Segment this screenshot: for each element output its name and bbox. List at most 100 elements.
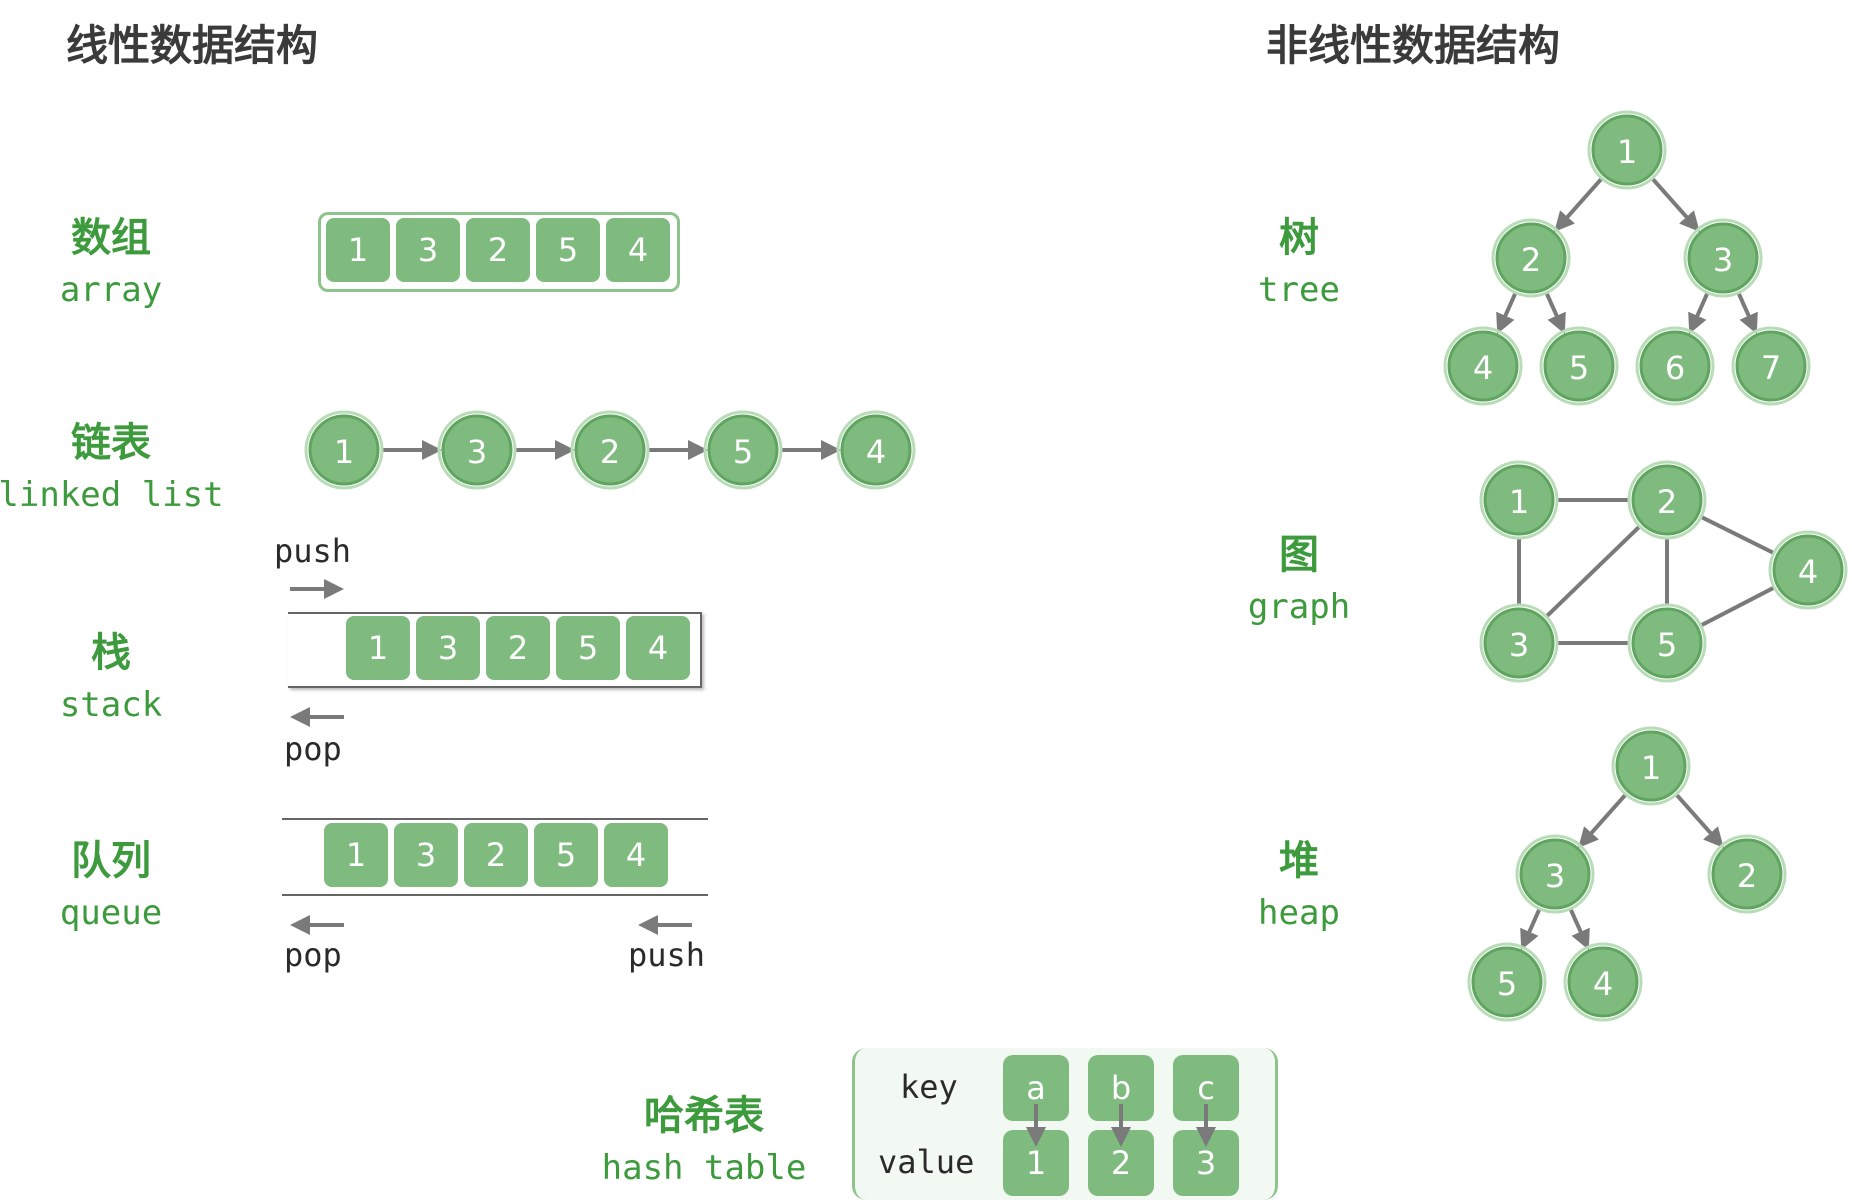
node-label: 4 bbox=[1473, 349, 1493, 387]
node-circle bbox=[1772, 534, 1844, 606]
node-ring bbox=[1635, 326, 1715, 406]
node-ring bbox=[1443, 326, 1523, 406]
node-label: 4 bbox=[1798, 553, 1818, 591]
queue-pop-label: pop bbox=[284, 936, 342, 974]
node-circle bbox=[1471, 946, 1543, 1018]
node-ring bbox=[437, 410, 517, 490]
node-circle bbox=[441, 414, 513, 486]
tree-node: 3 bbox=[1683, 218, 1763, 298]
node-ring bbox=[1768, 530, 1848, 610]
tree-node: 1 bbox=[1587, 110, 1667, 190]
nonlinear-heading: 非线性数据结构 bbox=[1266, 21, 1561, 70]
array-cell: 4 bbox=[606, 218, 670, 282]
node-ring bbox=[570, 410, 650, 490]
node-circle bbox=[574, 414, 646, 486]
node-ring bbox=[1587, 110, 1667, 190]
node-circle bbox=[1543, 330, 1615, 402]
hash-key-label: key bbox=[900, 1068, 958, 1106]
linked-list-label-cn: 链表 bbox=[71, 420, 151, 466]
node-label: 5 bbox=[1497, 965, 1517, 1003]
node-circle bbox=[1735, 330, 1807, 402]
linear-heading: 线性数据结构 bbox=[66, 21, 319, 70]
node-label: 1 bbox=[334, 433, 354, 471]
edge-line bbox=[1701, 515, 1774, 555]
node-circle bbox=[1483, 607, 1555, 679]
node-ring bbox=[1611, 726, 1691, 806]
linked-list-label-en: linked list bbox=[0, 475, 224, 515]
linked-list-node: 4 bbox=[836, 410, 916, 490]
graph-node: 3 bbox=[1479, 603, 1559, 683]
node-label: 7 bbox=[1761, 349, 1781, 387]
queue-cell: 3 bbox=[394, 823, 458, 887]
node-circle bbox=[1615, 730, 1687, 802]
node-circle bbox=[1483, 464, 1555, 536]
stack-cell: 2 bbox=[486, 616, 550, 680]
hash-table-label-en: hash table bbox=[601, 1148, 807, 1188]
queue-cell: 5 bbox=[534, 823, 598, 887]
graph-node: 5 bbox=[1627, 603, 1707, 683]
stack-cell: 1 bbox=[346, 616, 410, 680]
node-label: 5 bbox=[1657, 626, 1677, 664]
stack-push-label: push bbox=[274, 532, 352, 570]
array-label-cn: 数组 bbox=[71, 215, 151, 261]
node-label: 3 bbox=[1509, 626, 1529, 664]
edge-arrow bbox=[1688, 292, 1709, 335]
edge-arrow bbox=[1554, 177, 1603, 232]
array-cell: 1 bbox=[326, 218, 390, 282]
node-ring bbox=[703, 410, 783, 490]
node-ring bbox=[1467, 942, 1547, 1022]
hash-value-label: value bbox=[878, 1143, 975, 1181]
queue-label-cn: 队列 bbox=[71, 838, 151, 884]
node-ring bbox=[1539, 326, 1619, 406]
array-cell: 2 bbox=[466, 218, 530, 282]
node-circle bbox=[1495, 222, 1567, 294]
node-ring bbox=[1491, 218, 1571, 298]
node-ring bbox=[1627, 603, 1707, 683]
node-circle bbox=[1631, 607, 1703, 679]
heap-label-cn: 堆 bbox=[1279, 838, 1319, 884]
node-ring bbox=[1515, 834, 1595, 914]
heap-node: 4 bbox=[1563, 942, 1643, 1022]
heap-node: 3 bbox=[1515, 834, 1595, 914]
array-label-en: array bbox=[59, 270, 163, 310]
node-ring bbox=[304, 410, 384, 490]
edge-line bbox=[1700, 586, 1775, 627]
node-circle bbox=[308, 414, 380, 486]
node-circle bbox=[1591, 114, 1663, 186]
hash-value-cell: 3 bbox=[1173, 1130, 1239, 1196]
graph-node: 2 bbox=[1627, 460, 1707, 540]
heap-label-en: heap bbox=[1258, 893, 1340, 933]
edge-line bbox=[1545, 525, 1641, 618]
array-cell: 3 bbox=[396, 218, 460, 282]
node-ring bbox=[1479, 460, 1559, 540]
node-label: 5 bbox=[1569, 349, 1589, 387]
queue-cell: 4 bbox=[604, 823, 668, 887]
edge-arrow bbox=[1578, 793, 1627, 848]
edge-arrow bbox=[1675, 793, 1724, 848]
queue-cell: 2 bbox=[464, 823, 528, 887]
node-ring bbox=[1683, 218, 1763, 298]
heap-node: 5 bbox=[1467, 942, 1547, 1022]
node-circle bbox=[1519, 838, 1591, 910]
node-label: 6 bbox=[1665, 349, 1685, 387]
tree-label-cn: 树 bbox=[1279, 215, 1319, 261]
tree-node: 5 bbox=[1539, 326, 1619, 406]
graph-label-en: graph bbox=[1247, 587, 1351, 627]
node-circle bbox=[1631, 464, 1703, 536]
node-label: 4 bbox=[1593, 965, 1613, 1003]
node-label: 3 bbox=[1545, 857, 1565, 895]
node-label: 3 bbox=[467, 433, 487, 471]
node-label: 3 bbox=[1713, 241, 1733, 279]
node-label: 2 bbox=[1521, 241, 1541, 279]
linked-list-node: 2 bbox=[570, 410, 650, 490]
node-ring bbox=[1479, 603, 1559, 683]
tree-node: 7 bbox=[1731, 326, 1811, 406]
linked-list-node: 5 bbox=[703, 410, 783, 490]
linked-list-node: 3 bbox=[437, 410, 517, 490]
tree-label-en: tree bbox=[1258, 270, 1340, 310]
queue-frame bbox=[282, 818, 708, 896]
edge-arrow bbox=[1545, 292, 1566, 335]
